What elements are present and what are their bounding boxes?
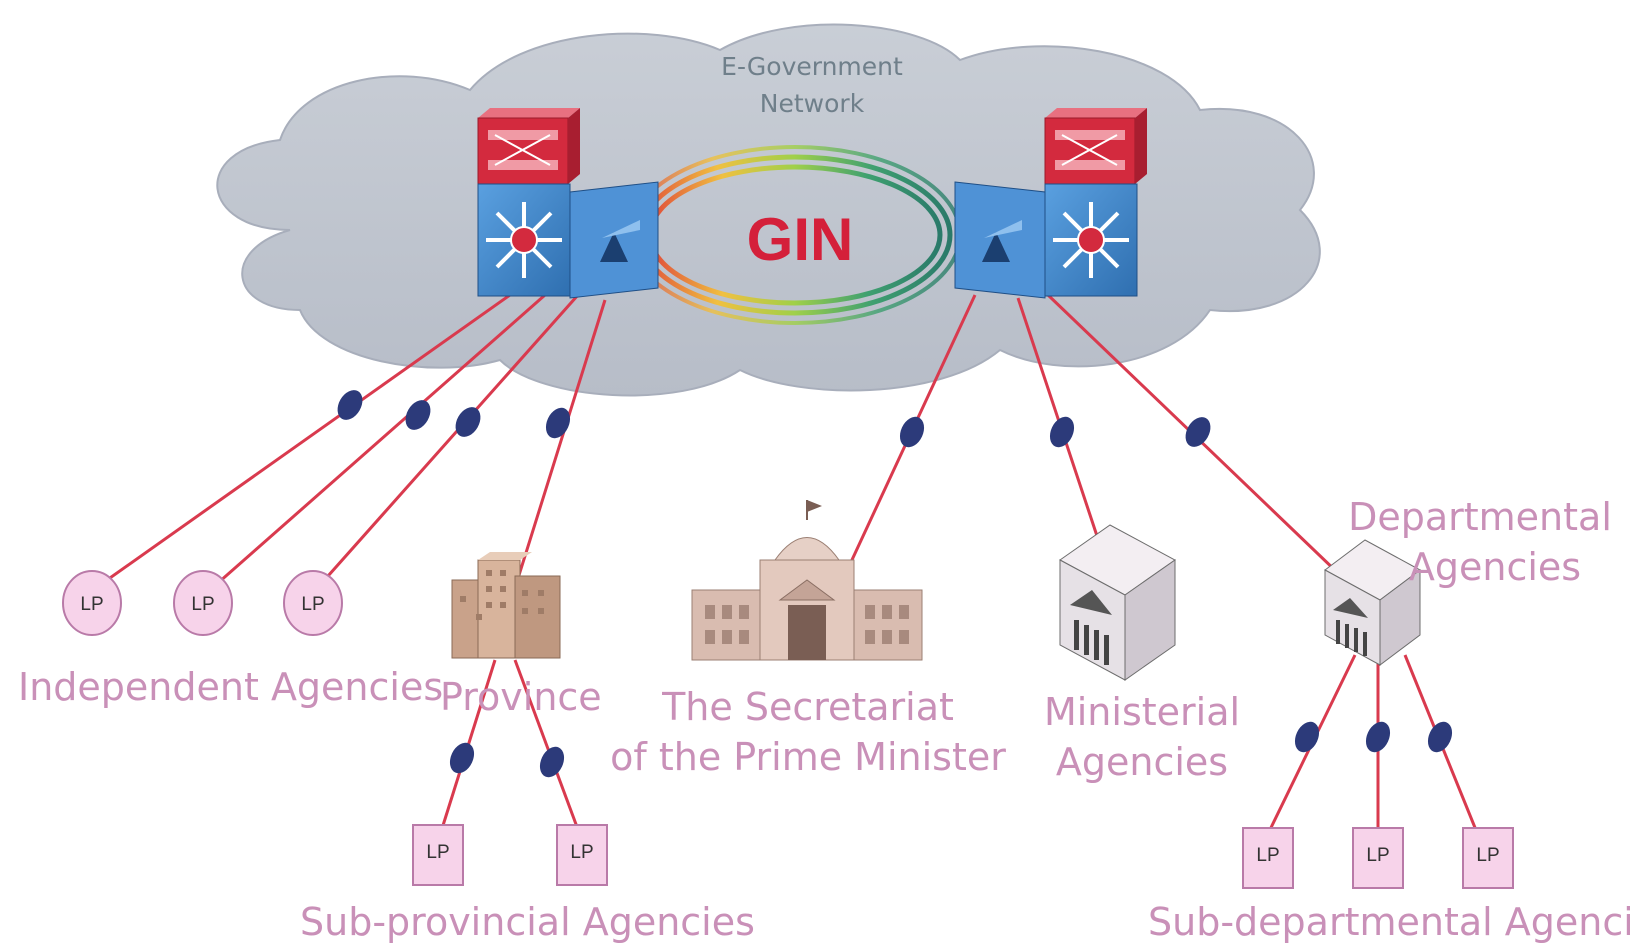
lp-node: LP	[1352, 827, 1404, 889]
router-icon	[899, 416, 925, 448]
sub-departmental-lp-nodes: LP LP LP	[1242, 827, 1514, 889]
lp-node: LP	[1462, 827, 1514, 889]
switch-icon	[954, 181, 1046, 299]
multilayer-switch-icon	[1044, 183, 1138, 297]
province-label: Province	[440, 675, 602, 719]
lp-node-label: LP	[570, 842, 593, 863]
router-icon	[1365, 721, 1391, 753]
departmental-label-line2: Agencies	[1409, 545, 1581, 589]
ministerial-label-line1: Ministerial	[1044, 690, 1240, 734]
lp-node: LP	[173, 570, 233, 636]
province-building-icon	[451, 552, 561, 659]
cloud-title-line1: E-Government	[721, 52, 903, 81]
router-icon	[1294, 721, 1320, 753]
lp-node: LP	[556, 824, 608, 886]
link-routers	[337, 390, 1453, 778]
gin-label: GIN	[747, 206, 854, 273]
right-switch-stack	[954, 108, 1147, 299]
lp-node-label: LP	[426, 842, 449, 863]
firewall-icon	[477, 108, 580, 185]
independent-agencies-label: Independent Agencies	[18, 665, 443, 709]
router-icon	[1427, 721, 1453, 753]
secretariat-label-line2: of the Prime Minister	[610, 735, 1006, 779]
cloud-title-line2: Network	[760, 89, 865, 118]
router-icon	[1049, 416, 1075, 448]
lp-node: LP	[1242, 827, 1294, 889]
departmental-label-line1: Departmental	[1348, 495, 1612, 539]
lp-node-label: LP	[191, 594, 214, 615]
lp-node-label: LP	[1476, 845, 1499, 866]
ministerial-label-line2: Agencies	[1056, 740, 1228, 784]
ministerial-building-icon	[1059, 524, 1176, 681]
lp-node: LP	[62, 570, 122, 636]
sub-provincial-lp-nodes: LP LP	[412, 824, 608, 886]
labels: Independent Agencies Province The Secret…	[18, 495, 1630, 944]
firewall-icon	[1044, 108, 1147, 185]
lp-node-label: LP	[301, 594, 324, 615]
sub-departmental-agencies-label: Sub-departmental Agencies	[1148, 900, 1630, 944]
switch-icon	[569, 181, 659, 299]
multilayer-switch-icon	[477, 183, 571, 297]
lp-node-label: LP	[1366, 845, 1389, 866]
router-icon	[539, 746, 565, 778]
secretariat-label-line1: The Secretariat	[661, 685, 954, 729]
secretariat-building-icon	[691, 500, 923, 661]
router-icon	[337, 390, 363, 420]
router-icon	[455, 407, 481, 437]
left-switch-stack	[477, 108, 659, 299]
lp-node: LP	[412, 824, 464, 886]
router-icon	[1185, 417, 1211, 447]
lp-node: LP	[283, 570, 343, 636]
router-icon	[545, 407, 571, 439]
departmental-building-icon	[1324, 539, 1421, 666]
lp-node-label: LP	[1256, 845, 1279, 866]
router-icon	[449, 742, 475, 774]
sub-provincial-agencies-label: Sub-provincial Agencies	[300, 900, 755, 944]
lp-node-label: LP	[80, 594, 103, 615]
independent-lp-nodes: LP LP LP	[62, 570, 343, 636]
router-icon	[405, 400, 431, 430]
